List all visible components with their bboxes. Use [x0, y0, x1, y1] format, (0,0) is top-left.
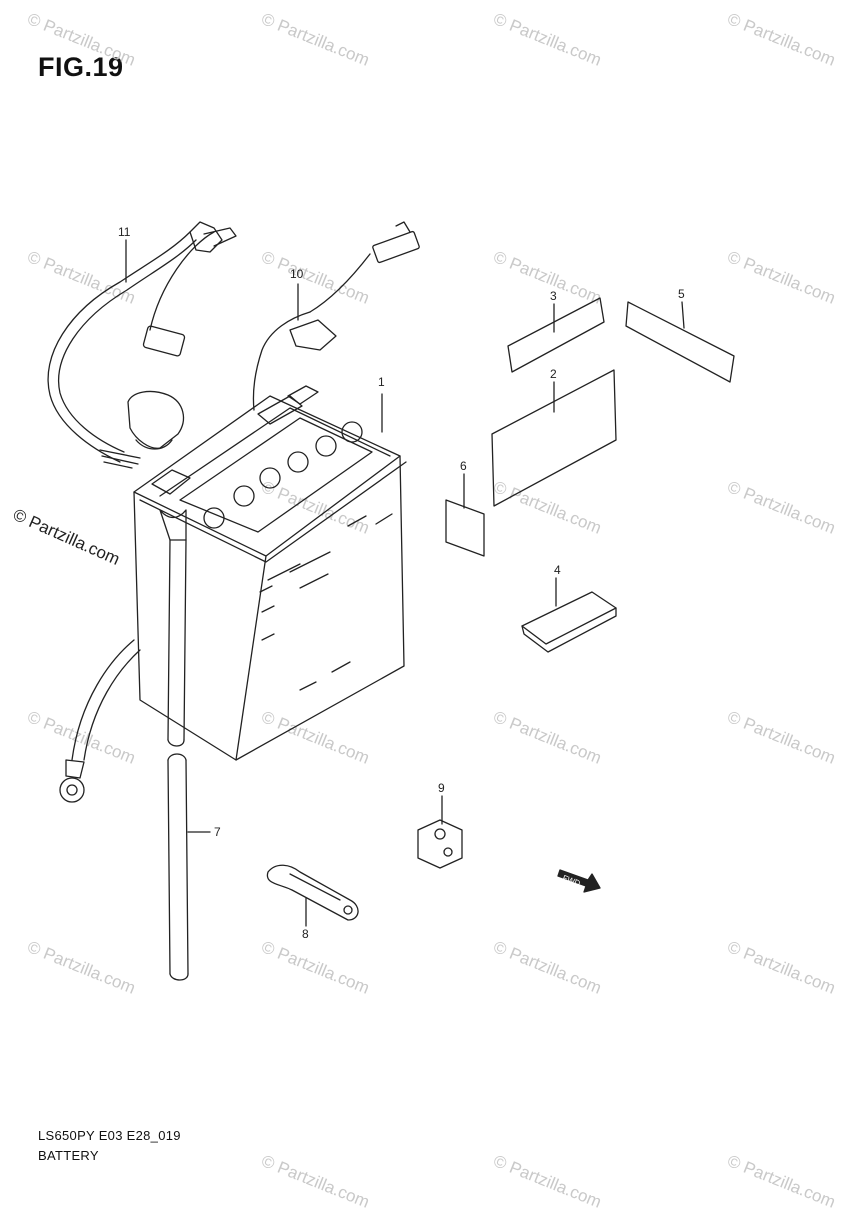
arrow-icon — [557, 869, 601, 893]
bracket-icon — [266, 864, 359, 921]
callout-1: 1 — [378, 375, 385, 389]
callout-8: 8 — [302, 927, 309, 941]
callout-10: 10 — [290, 267, 304, 281]
leader-lines — [125, 239, 685, 927]
callout-7: 7 — [214, 825, 221, 839]
callout-2: 2 — [550, 367, 557, 381]
callout-5: 5 — [678, 287, 685, 301]
footer: LS650PY E03 E28_019 BATTERY — [38, 1126, 181, 1166]
callout-4: 4 — [554, 563, 561, 577]
fwd-label: FWD — [561, 873, 581, 888]
figure-title: FIG.19 — [38, 52, 124, 82]
battery-icon — [133, 385, 407, 761]
lead-wire-icon — [252, 221, 420, 411]
diagram-caption: BATTERY — [38, 1148, 99, 1163]
label-strip-icon — [507, 297, 605, 373]
diagram-code: LS650PY E03 E28_019 — [38, 1128, 181, 1143]
callout-3: 3 — [550, 289, 557, 303]
callout-9: 9 — [438, 781, 445, 795]
ground-wire-icon — [59, 639, 141, 803]
callout-6: 6 — [460, 459, 467, 473]
breather-hose-icon — [159, 509, 189, 981]
cable-icon — [47, 221, 237, 469]
clamp-icon — [417, 819, 463, 869]
pad-icon — [521, 591, 617, 653]
callout-11: 11 — [118, 225, 131, 239]
label-plate-icon — [491, 369, 617, 507]
label-strip-icon — [625, 301, 735, 383]
small-label-icon — [445, 499, 485, 557]
